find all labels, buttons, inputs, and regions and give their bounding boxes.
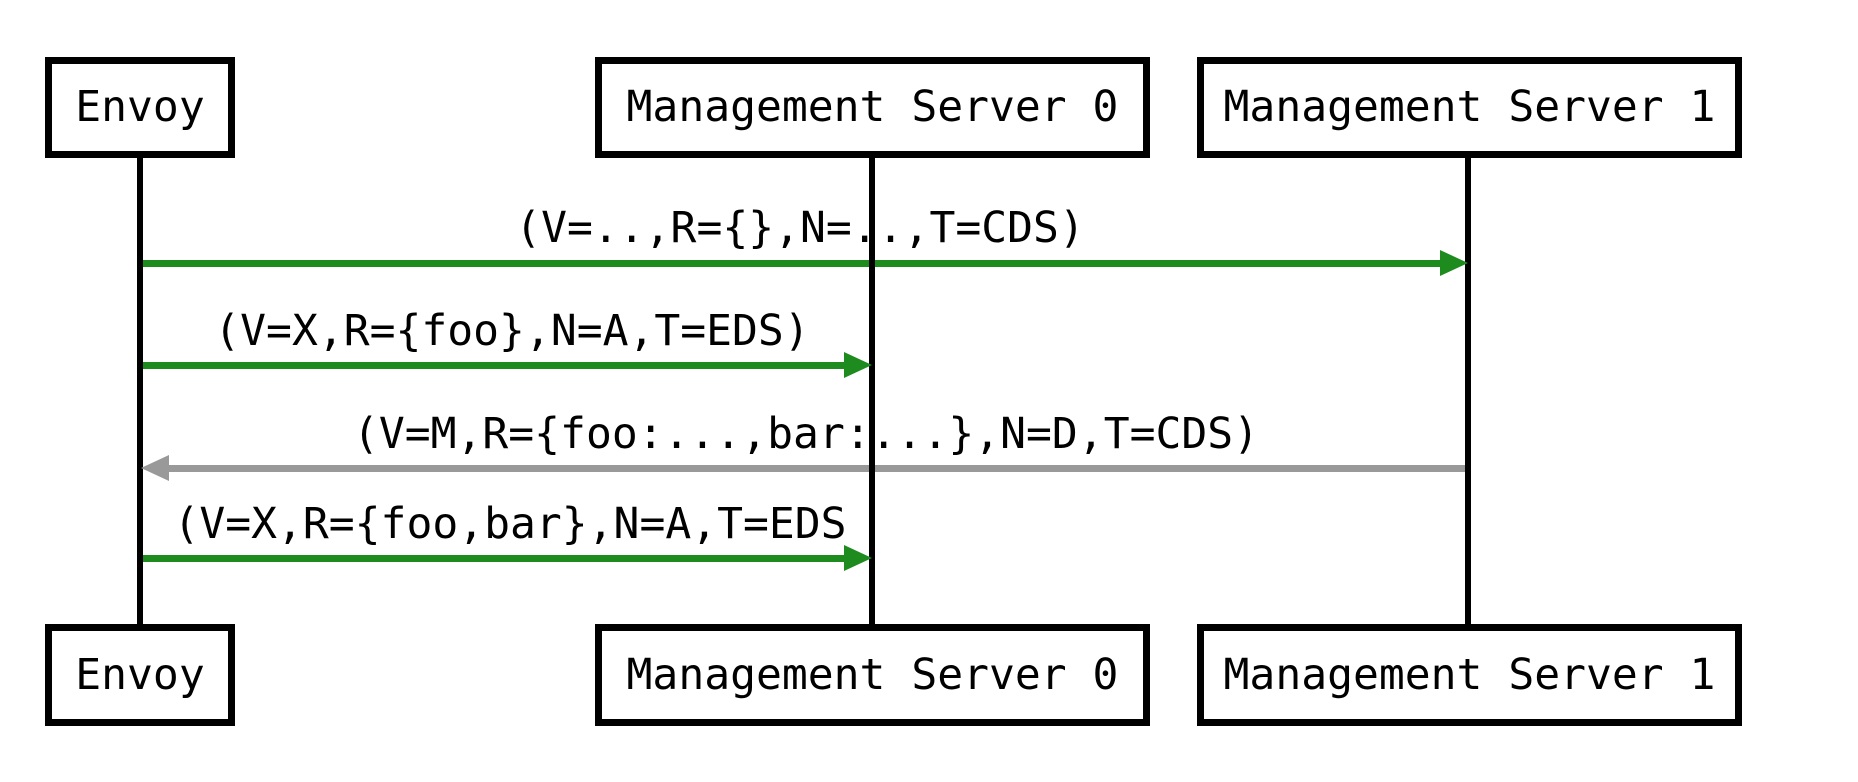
participant-box-envoy-top: Envoy (45, 57, 235, 158)
message-3-arrow-shaft (169, 465, 1468, 472)
participant-label-management-server-0-top: Management Server 0 (626, 82, 1119, 132)
message-2-arrow-shaft (140, 362, 844, 369)
message-4-arrow-shaft (140, 555, 844, 562)
lifeline-management-server-0 (869, 155, 875, 626)
message-4-arrowhead-icon (844, 545, 872, 571)
message-3-label: (V=M,R={foo:...,bar:...},N=D,T=CDS) (352, 409, 1260, 459)
lifeline-envoy (137, 155, 143, 626)
participant-box-management-server-0-bottom: Management Server 0 (595, 624, 1150, 726)
participant-label-management-server-1-top: Management Server 1 (1223, 82, 1716, 132)
message-1-arrow-shaft (140, 260, 1440, 267)
message-1-label: (V=..,R={},N=..,T=CDS) (515, 203, 1085, 253)
message-3-arrowhead-icon (141, 455, 169, 481)
message-1-arrowhead-icon (1440, 250, 1468, 276)
message-2-label: (V=X,R={foo},N=A,T=EDS) (214, 306, 810, 356)
participant-box-management-server-1-top: Management Server 1 (1197, 57, 1742, 158)
message-2-arrowhead-icon (844, 352, 872, 378)
participant-label-management-server-1-bottom: Management Server 1 (1223, 649, 1716, 700)
participant-label-management-server-0-bottom: Management Server 0 (626, 649, 1119, 700)
participant-box-management-server-0-top: Management Server 0 (595, 57, 1150, 158)
participant-label-envoy-top: Envoy (75, 82, 205, 132)
lifeline-management-server-1 (1465, 155, 1471, 626)
participant-label-envoy-bottom: Envoy (75, 649, 205, 700)
message-4-label: (V=X,R={foo,bar},N=A,T=EDS (173, 499, 847, 549)
participant-box-management-server-1-bottom: Management Server 1 (1197, 624, 1742, 726)
participant-box-envoy-bottom: Envoy (45, 624, 235, 726)
